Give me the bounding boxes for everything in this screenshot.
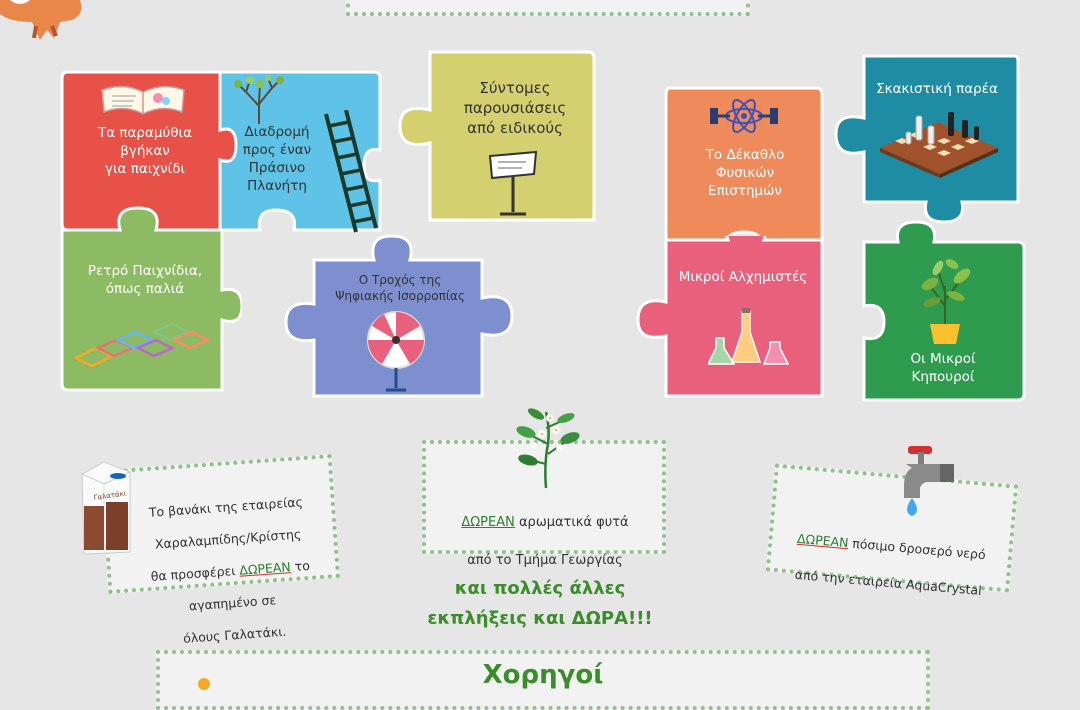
wheel-label: Ο Τροχός της Ψηφιακής Ισορροπίας — [335, 273, 465, 303]
puzzle-piece-presentations — [398, 50, 596, 222]
milk-line-2: Χαραλαμπίδης/Κρίστης — [154, 526, 302, 552]
potted-plant-icon — [921, 259, 971, 344]
flower-branch-icon — [516, 408, 580, 489]
water-line-1: πόσιμο δροσερό νερό — [847, 535, 987, 563]
book-icon — [101, 85, 185, 115]
tree-icon — [234, 75, 284, 124]
gardeners-label: Οι Μικροί Κηπουροί — [910, 351, 976, 385]
chessboard-icon — [880, 112, 998, 178]
milk-line-5: όλους Γαλατάκι. — [182, 623, 287, 646]
milk-carton-icon: Γαλατάκι — [81, 461, 131, 555]
plants-line-1: αρωματικά φυτά — [514, 515, 629, 530]
hopscotch-icon — [73, 322, 211, 368]
ladder-icon — [324, 110, 378, 233]
decathlon-label: Το Δέκαθλο Φυσικών Επιστημών — [705, 147, 785, 199]
lectern-icon — [488, 150, 538, 216]
fox-icon — [0, 0, 82, 40]
planet-label: Διαδρομή προς έναν Πράσινο Πλανήτη — [242, 124, 312, 194]
presentations-label: Σύντομες παρουσιάσεις από ειδικούς — [463, 79, 567, 137]
card-water-text: ΔΩΡΕΑΝ πόσιμο δροσερό νερό από την εταιρ… — [775, 510, 1006, 601]
card-plants: ΔΩΡΕΑΝ αρωματικά φυτά από το Τμήμα Γεωργ… — [422, 440, 666, 568]
sponsors-card: Χορηγοί — [156, 650, 930, 710]
flasks-icon — [708, 308, 790, 365]
plants-line-2: από το Τμήμα Γεωργίας — [467, 553, 623, 568]
water-line-2: από την εταιρεία AquaCrystal — [794, 566, 983, 599]
puzzle-piece-decathlon — [664, 86, 824, 254]
milk-line-1: Το βανάκι της εταιρείας — [148, 494, 304, 520]
milk-line-4: αγαπημένο σε — [188, 592, 277, 614]
wheel-icon — [367, 311, 425, 392]
card-plants-text: ΔΩΡΕΑΝ αρωματικά φυτά από το Τμήμα Γεωργ… — [432, 494, 658, 570]
top-card — [346, 0, 750, 16]
milk-line-3a: θα προσφέρει — [150, 562, 240, 584]
alchemists-label: Μικροί Αλχημιστές — [678, 269, 808, 285]
milk-line-3b: το — [290, 557, 311, 575]
surprise-line-1: και πολλές άλλες — [454, 578, 626, 599]
atom-icon — [710, 99, 778, 133]
card-milk-text: Το βανάκι της εταιρείας Χαραλαμπίδης/Κρί… — [119, 476, 340, 650]
chess-label: Σκακιστική παρέα — [876, 81, 998, 97]
plants-free-label: ΔΩΡΕΑΝ — [461, 515, 515, 530]
water-free-label: ΔΩΡΕΑΝ — [796, 530, 850, 551]
sponsor-logo-icon — [198, 678, 210, 690]
surprise-line-2: εκπλήξεις και ΔΩΡΑ!!! — [427, 608, 653, 629]
water-tap-icon — [904, 446, 954, 516]
fairytales-label: Τα παραμύθια βγήκαν για παιχνίδι — [97, 125, 193, 177]
retro-label: Ρετρό Παιχνίδια, όπως παλιά — [87, 263, 203, 297]
sponsors-title: Χορηγοί — [482, 660, 604, 690]
milk-free-label: ΔΩΡΕΑΝ — [238, 559, 292, 578]
